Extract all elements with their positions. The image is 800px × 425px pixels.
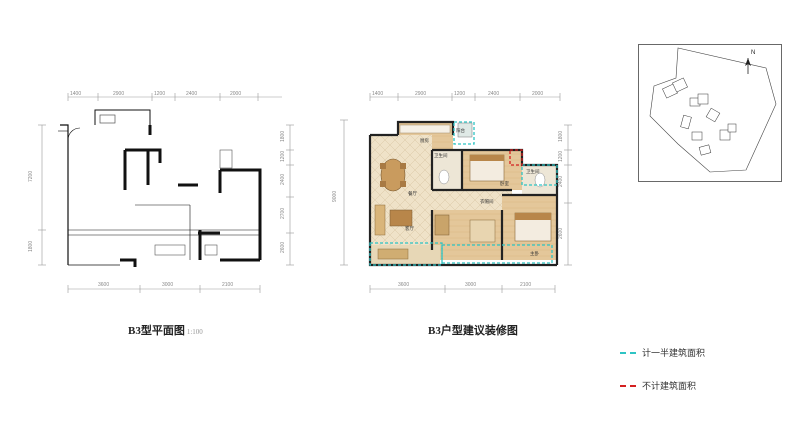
legend: 计一半建筑面积 不计建筑面积 bbox=[620, 346, 790, 392]
half-area-outline bbox=[369, 121, 558, 266]
top-dim-3: 1200 bbox=[154, 91, 165, 97]
r-bottom-dim-1: 3600 bbox=[398, 282, 409, 288]
r-right-dim-1: 1800 bbox=[558, 131, 564, 142]
b3-decoration-plan: 1400 2900 1200 2400 2000 9000 1800 1200 … bbox=[332, 91, 572, 293]
right-dim-4: 2700 bbox=[280, 208, 286, 219]
legend-item-half-area: 计一半建筑面积 bbox=[620, 346, 790, 359]
b3-floor-plan: 1400 2900 1200 2400 2000 7200 1800 1800 … bbox=[28, 91, 294, 293]
top-dim-2: 2900 bbox=[113, 91, 124, 97]
legend-swatch-red bbox=[620, 384, 636, 387]
legend-label-half-area: 计一半建筑面积 bbox=[642, 348, 706, 358]
r-top-dim-1: 1400 bbox=[372, 91, 383, 97]
site-buildings bbox=[662, 77, 737, 156]
room-label-kitchen: 厨房 bbox=[420, 137, 429, 144]
bottom-dim-1: 3600 bbox=[98, 282, 109, 288]
room-label-closet: 衣帽间 bbox=[480, 198, 494, 205]
room-label-bath1: 卫生间 bbox=[434, 152, 448, 159]
wall-outline bbox=[58, 109, 262, 267]
plan-left-title: B3型平面图 bbox=[128, 325, 185, 337]
right-dim-1: 1800 bbox=[280, 131, 286, 142]
bath1-floor bbox=[432, 150, 462, 190]
r-top-dim-2: 2900 bbox=[415, 91, 426, 97]
room-label-master: 主卧 bbox=[530, 250, 539, 257]
r-right-dim-2: 1200 bbox=[558, 151, 564, 162]
top-dim-4: 2400 bbox=[186, 91, 197, 97]
site-boundary bbox=[649, 47, 777, 173]
r-top-dim-4: 2400 bbox=[488, 91, 499, 97]
no-area-outline bbox=[509, 149, 523, 166]
top-dim-5: 2000 bbox=[230, 91, 241, 97]
furniture bbox=[374, 122, 552, 260]
right-dim-3: 2400 bbox=[280, 174, 286, 185]
room-label-balcony: 阳台 bbox=[456, 127, 465, 134]
north-arrow-icon: N bbox=[745, 50, 755, 74]
r-bottom-dim-2: 3000 bbox=[465, 282, 476, 288]
top-dimension-line bbox=[67, 93, 282, 101]
top-dim-1: 1400 bbox=[70, 91, 81, 97]
room-label-dining: 餐厅 bbox=[408, 190, 417, 197]
r-top-dim-3: 1200 bbox=[454, 91, 465, 97]
left-dim-2: 1800 bbox=[28, 241, 34, 252]
r-bottom-dim-3: 2100 bbox=[520, 282, 531, 288]
hall-floor bbox=[432, 190, 512, 210]
room-label-bedroom1: 卧室 bbox=[500, 180, 509, 187]
plan-left-scale: 1:100 bbox=[186, 328, 203, 336]
left-dim-1: 7200 bbox=[28, 171, 34, 182]
bottom-dim-2: 3000 bbox=[162, 282, 173, 288]
north-label: N bbox=[751, 50, 755, 56]
plan-right-title: B3户型建议装修图 bbox=[428, 325, 518, 337]
legend-item-no-area: 不计建筑面积 bbox=[620, 379, 790, 392]
r-right-dim-3: 2400 bbox=[558, 176, 564, 187]
legend-swatch-cyan bbox=[620, 351, 636, 354]
r-right-dim-4: 2600 bbox=[558, 228, 564, 239]
right-dim-2: 1200 bbox=[280, 151, 286, 162]
right-dim-5: 2600 bbox=[280, 242, 286, 253]
r-top-dim-5: 2000 bbox=[532, 91, 543, 97]
room-label-bath2: 卫生间 bbox=[526, 168, 540, 175]
room-label-living: 客厅 bbox=[405, 225, 414, 232]
site-key-map: N bbox=[638, 44, 782, 182]
legend-label-no-area: 不计建筑面积 bbox=[642, 381, 697, 391]
r-left-dim-1: 9000 bbox=[332, 191, 338, 202]
bottom-dim-3: 2100 bbox=[222, 282, 233, 288]
